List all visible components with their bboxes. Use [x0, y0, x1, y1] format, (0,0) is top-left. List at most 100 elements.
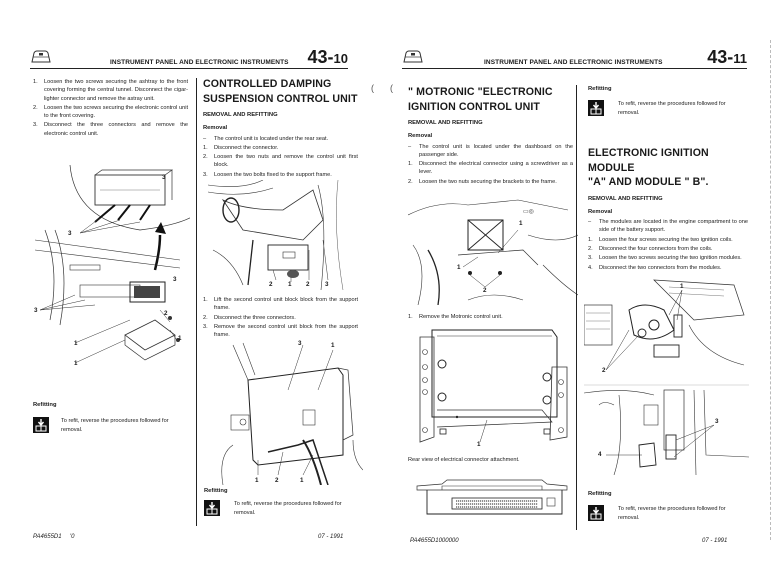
- section-title: " MOTRONIC "ELECTRONIC IGNITION CONTROL U…: [408, 85, 573, 114]
- refitting-block: Refitting To refit, reverse the procedur…: [588, 491, 726, 523]
- note-item: –The control unit is located under the r…: [203, 135, 358, 143]
- column-divider: [576, 85, 577, 530]
- section-title: ELECTRONIC IGNITION MODULE"A" AND MODULE…: [588, 146, 748, 190]
- removal-label: Removal: [588, 208, 613, 215]
- callout-label: 3: [715, 418, 719, 425]
- section-title-line: " MOTRONIC "ELECTRONIC: [408, 86, 553, 98]
- removal-steps-2: 1.Remove the Motronic control unit.: [408, 313, 573, 321]
- intro-steps: 1.Loosen the two screws securing the ash…: [33, 78, 188, 138]
- step-item: 1.Remove the Motronic control unit.: [408, 313, 573, 321]
- callout-label: 3: [173, 276, 177, 283]
- note-list: –The control unit is located under the r…: [203, 135, 358, 143]
- step-text: Loosen the two screws securing the elect…: [44, 104, 188, 120]
- note-text: The modules are located in the engine co…: [599, 219, 748, 234]
- note-item: –The modules are located in the engine c…: [588, 218, 748, 235]
- removal-label: Removal: [408, 133, 433, 140]
- step-number: 1.: [203, 297, 208, 303]
- refitting-text: To refit, reverse the procedures followe…: [61, 418, 169, 433]
- section-subtitle: REMOVAL AND REFITTING: [588, 195, 663, 202]
- callout-label: 1: [457, 264, 461, 271]
- refitting-block: Refitting To refit, reverse the procedur…: [33, 402, 169, 435]
- refit-icon: [588, 100, 604, 116]
- motronic-unit-figure: 1: [412, 322, 572, 452]
- chapter-number: 43-: [707, 47, 734, 67]
- note-list: –The modules are located in the engine c…: [588, 218, 748, 235]
- connector-rear-figure: [412, 476, 572, 521]
- ignition-module-illustration: [584, 279, 749, 475]
- step-text: Disconnect the two connectors from the m…: [599, 264, 722, 271]
- refit-icon: [204, 500, 220, 516]
- step-text: Remove the second control unit block fro…: [214, 323, 358, 339]
- ignition-module-figure: 1 2 3 4: [584, 275, 749, 475]
- callout-label: 1: [519, 220, 523, 227]
- callout-label: 3: [298, 340, 302, 347]
- step-item: 1.Lift the second control unit block blo…: [203, 296, 358, 313]
- dashboard-control-unit-figure: 3 3 3 3 2 1 1 1: [30, 160, 190, 385]
- step-number: 2.: [33, 104, 38, 111]
- callout-label: 1: [300, 477, 304, 484]
- motronic-location-illustration: ▭◎: [408, 199, 578, 305]
- connector-rear-illustration: [416, 479, 568, 515]
- step-item: 3.Loosen the two bolts fixed to the supp…: [203, 171, 358, 179]
- page-number: 43-11: [707, 48, 747, 68]
- step-number: 3.: [33, 122, 38, 129]
- right-column-1-steps2: 1.Remove the Motronic control unit.: [408, 313, 573, 322]
- section-title-line: SUSPENSION CONTROL UNIT: [203, 92, 358, 105]
- section-subtitle: REMOVAL AND REFITTING: [203, 112, 278, 118]
- step-number: 1.: [588, 236, 593, 243]
- step-text: Remove the Motronic control unit.: [419, 314, 503, 320]
- second-block-figure: 3 1 1 2 1: [203, 340, 363, 485]
- footer-code-text: PA4655D1: [33, 534, 62, 540]
- right-column-1: " MOTRONIC "ELECTRONIC IGNITION CONTROL U…: [408, 85, 573, 187]
- step-number: 1.: [203, 144, 208, 151]
- callout-label: 1: [477, 441, 481, 448]
- left-page: INSTRUMENT PANEL AND ELECTRONIC INSTRUME…: [30, 48, 363, 540]
- callout-label: 2: [483, 287, 487, 294]
- callout-label: 3: [325, 281, 329, 288]
- step-number: 3.: [588, 255, 593, 262]
- chapter-number: 43-: [307, 47, 334, 67]
- step-item: 2.Loosen the two nuts and remove the con…: [203, 153, 358, 170]
- note-dash: –: [203, 135, 207, 142]
- step-text: Disconnect the connector.: [214, 144, 279, 151]
- section-title-line: IGNITION CONTROL UNIT: [408, 100, 540, 113]
- section-title-line: "A" AND MODULE " B".: [588, 176, 709, 188]
- svg-text:▭◎: ▭◎: [523, 209, 534, 215]
- page-header: INSTRUMENT PANEL AND ELECTRONIC INSTRUME…: [402, 46, 747, 69]
- note-list: –The control unit is located under the d…: [408, 143, 573, 160]
- suspension-unit-illustration: [207, 180, 344, 290]
- callout-label: 1: [178, 335, 182, 342]
- callout-label: 2: [602, 367, 606, 374]
- footer-date: 07 - 1991: [318, 534, 344, 540]
- dashboard-illustration: [34, 164, 190, 364]
- motronic-unit-illustration: [419, 329, 568, 443]
- callout-label: 1: [288, 281, 292, 288]
- refitting-text: To refit, reverse the procedures followe…: [618, 101, 726, 116]
- page-number: 43-10: [308, 48, 348, 68]
- note-dash: –: [408, 143, 412, 150]
- callout-label: 1: [74, 360, 78, 367]
- step-item: 2.Loosen the two nuts securing the brack…: [408, 178, 573, 186]
- suspension-unit-figure: 2 1 2 3: [203, 180, 363, 290]
- binding-mark: (: [371, 83, 374, 93]
- callout-label: 3: [68, 230, 72, 237]
- callout-label: 1: [331, 342, 335, 349]
- scan-edge-artifact: [769, 40, 771, 540]
- figure-caption: Rear view of electrical connector attach…: [408, 456, 578, 464]
- callout-label: 1: [680, 283, 684, 290]
- refitting-label: Refitting: [588, 86, 612, 92]
- step-number: 1.: [408, 161, 413, 168]
- step-item: 2.Disconnect the three connectors.: [203, 314, 358, 322]
- step-number: 1.: [33, 79, 38, 85]
- step-text: Loosen the four screws securing the two …: [599, 236, 733, 243]
- vehicle-section-icon: [31, 50, 51, 63]
- caption-text: Rear view of electrical connector attach…: [408, 457, 520, 463]
- footer-code: PA4655D1000000: [410, 538, 459, 544]
- step-number: 4.: [588, 264, 593, 271]
- note-text: The control unit is located under the da…: [419, 143, 573, 158]
- left-column-2-steps2: 1.Lift the second control unit block blo…: [203, 296, 358, 340]
- second-block-illustration: [221, 342, 363, 485]
- page-sub-number: 11: [733, 51, 747, 66]
- footer-date: 07 - 1991: [702, 538, 728, 544]
- note-text: The control unit is located under the re…: [214, 135, 329, 142]
